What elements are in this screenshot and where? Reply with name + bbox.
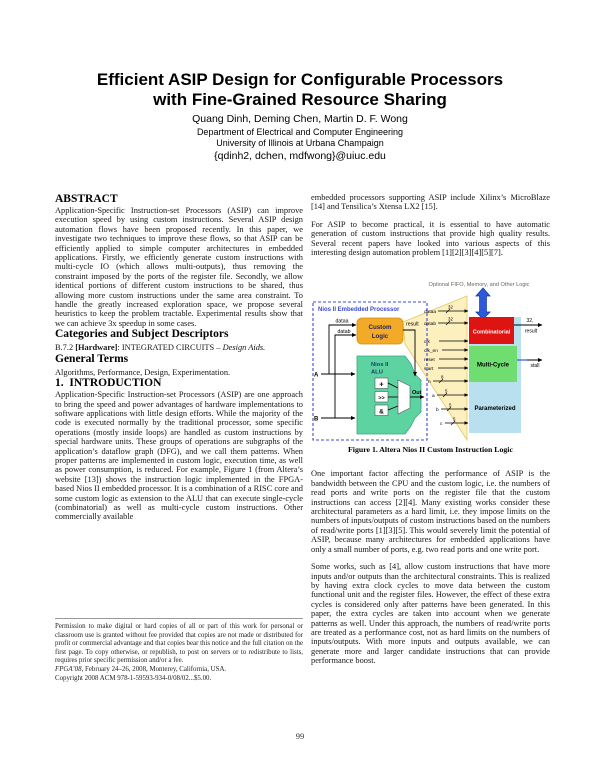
right-paragraph-1: embedded processors supporting ASIP incl… <box>311 193 550 212</box>
fig-input-b-label: B <box>314 417 319 423</box>
fig-mux-shape <box>397 379 411 415</box>
fig-sig-c-bits: 5 <box>453 417 456 422</box>
fig-stall-label: stall <box>531 363 540 369</box>
fig-processor-label: Nios II Embedded Processor <box>318 307 400 313</box>
author-emails: {qdinh2, dchen, mdfwong}@uiuc.edu <box>214 150 386 162</box>
conference-date-location: February 24–26, 2008, Monterey, Californ… <box>83 665 227 673</box>
abstract-paragraph: Application-Specific Instruction-set Pro… <box>55 206 303 328</box>
fig-parameterized-label: Parameterized <box>474 406 515 412</box>
right-paragraph-3: One important factor affecting the perfo… <box>311 469 550 554</box>
affiliation-department: Department of Electrical and Computer En… <box>196 127 404 137</box>
authors: Quang Dinh, Deming Chen, Martin D. F. Wo… <box>192 113 408 125</box>
page-number: 99 <box>295 731 305 741</box>
fig-sig-reset: reset <box>424 357 435 363</box>
fig-optional-logic-label: Optional FIFO, Memory, and Other Logic <box>429 282 530 288</box>
general-terms-heading: General Terms <box>55 352 129 365</box>
right-column: embedded processors supporting ASIP incl… <box>311 193 550 666</box>
categories-prefix: B.7.2 <box>55 343 76 353</box>
fig-sig-clk: clk <box>424 339 430 345</box>
fig-custom-logic-line2: Logic <box>372 333 389 340</box>
fig-sig-n: n <box>428 380 431 385</box>
bus-slash-icon <box>445 321 451 326</box>
categories-italic: Design Aids. <box>222 343 266 353</box>
figure-1: Optional FIFO, Memory, and Other Logic C… <box>311 278 550 454</box>
abstract-heading: ABSTRACT <box>55 193 118 205</box>
fig-result-output-label: result <box>525 329 538 335</box>
right-paragraph-2: For ASIP to become practical, it is esse… <box>311 219 550 258</box>
introduction-heading: 1. INTRODUCTION <box>55 377 162 390</box>
fig-sig-b-bits: 5 <box>449 403 452 408</box>
fig-zoom-wedge <box>402 295 468 442</box>
copyright-block: Permission to make digital or hard copie… <box>55 618 303 683</box>
left-column: ABSTRACT Application-Specific Instructio… <box>55 193 303 522</box>
paper-title: Efficient ASIP Design for Configurable P… <box>0 70 600 110</box>
paper-title-line2: with Fine-Grained Resource Sharing <box>153 90 447 109</box>
fig-result-bits-label: 32, <box>527 318 534 324</box>
categories-bold: [Hardware] <box>75 343 118 353</box>
bus-slash-icon <box>442 393 448 398</box>
fig-multicycle-block <box>469 346 517 383</box>
general-terms-line: Algorithms, Performance, Design, Experim… <box>55 367 231 377</box>
figure-1-diagram: Optional FIFO, Memory, and Other Logic C… <box>312 282 543 442</box>
figure-1-caption: Figure 1. Altera Nios II Custom Instruct… <box>348 445 513 455</box>
fig-op-and-box <box>374 405 389 417</box>
fig-input-a-label: A <box>314 373 319 379</box>
categories-line: B.7.2 [Hardware]: INTEGRATED CIRCUITS – … <box>55 343 303 352</box>
fig-sig-dataa: dataa <box>424 309 436 315</box>
fig-result-label: result <box>406 322 419 328</box>
plus-icon: + <box>379 380 384 389</box>
fig-signal-group: dataa 32 datab 32 clk clk_en reset start <box>424 305 469 427</box>
fig-alu-label-line2: ALU <box>371 370 383 376</box>
bus-slash-icon <box>438 379 444 384</box>
fig-sig-n-bits: 8 <box>441 375 444 380</box>
permission-notice: Permission to make digital or hard copie… <box>55 623 303 665</box>
fig-sig-clk-en: clk_en <box>424 348 438 354</box>
paper-title-line1: Efficient ASIP Design for Configurable P… <box>96 70 504 89</box>
fig-sig-b: b <box>436 407 439 413</box>
affiliation-university: University of Illinois at Urbana Champai… <box>216 138 384 148</box>
categories-heading: Categories and Subject Descriptors <box>55 328 229 341</box>
fig-sig-datab-bits: 32 <box>448 317 453 322</box>
conference-name: FPGA’08, <box>55 665 84 673</box>
bus-slash-icon <box>446 407 452 412</box>
ampersand-icon: & <box>379 409 384 416</box>
fig-custom-logic-box <box>356 318 404 345</box>
bus-slash-icon <box>450 421 456 426</box>
conference-line: FPGA’08, February 24–26, 2008, Monterey,… <box>55 666 303 675</box>
shift-icon: >> <box>378 396 384 402</box>
categories-mid: : INTEGRATED CIRCUITS – <box>117 343 223 353</box>
fig-combinatorial-label: Combinatorial <box>473 330 511 336</box>
fig-sig-a-bits: 5 <box>445 389 448 394</box>
fig-multicycle-label: Multi-Cycle <box>477 363 510 369</box>
fig-dataa-label: dataa <box>336 319 349 325</box>
copyright-line: Copyright 2008 ACM 978-1-59593-934-0/08/… <box>55 674 212 682</box>
fig-alu-shape <box>356 356 422 435</box>
fig-sig-start: start <box>424 366 434 372</box>
fig-custom-logic-line1: Custom <box>368 324 392 331</box>
fig-out-label: Out <box>412 390 422 396</box>
fig-combinatorial-block <box>469 317 514 345</box>
fig-sig-datab: datab <box>424 321 436 327</box>
right-paragraph-4: Some works, such as [4], allow custom in… <box>311 562 550 666</box>
fig-alu-label-line1: Nios II <box>371 362 389 368</box>
fig-sig-c: c <box>440 422 443 427</box>
double-arrow-icon <box>475 287 491 321</box>
fig-processor-box <box>312 301 428 441</box>
fig-datab-label: datab <box>338 329 351 335</box>
fig-sig-dataa-bits: 32 <box>448 305 453 310</box>
fig-sig-a: a <box>432 394 435 399</box>
bus-slash-icon <box>445 309 451 314</box>
introduction-paragraph: Application-Specific Instruction-set Pro… <box>55 390 303 522</box>
